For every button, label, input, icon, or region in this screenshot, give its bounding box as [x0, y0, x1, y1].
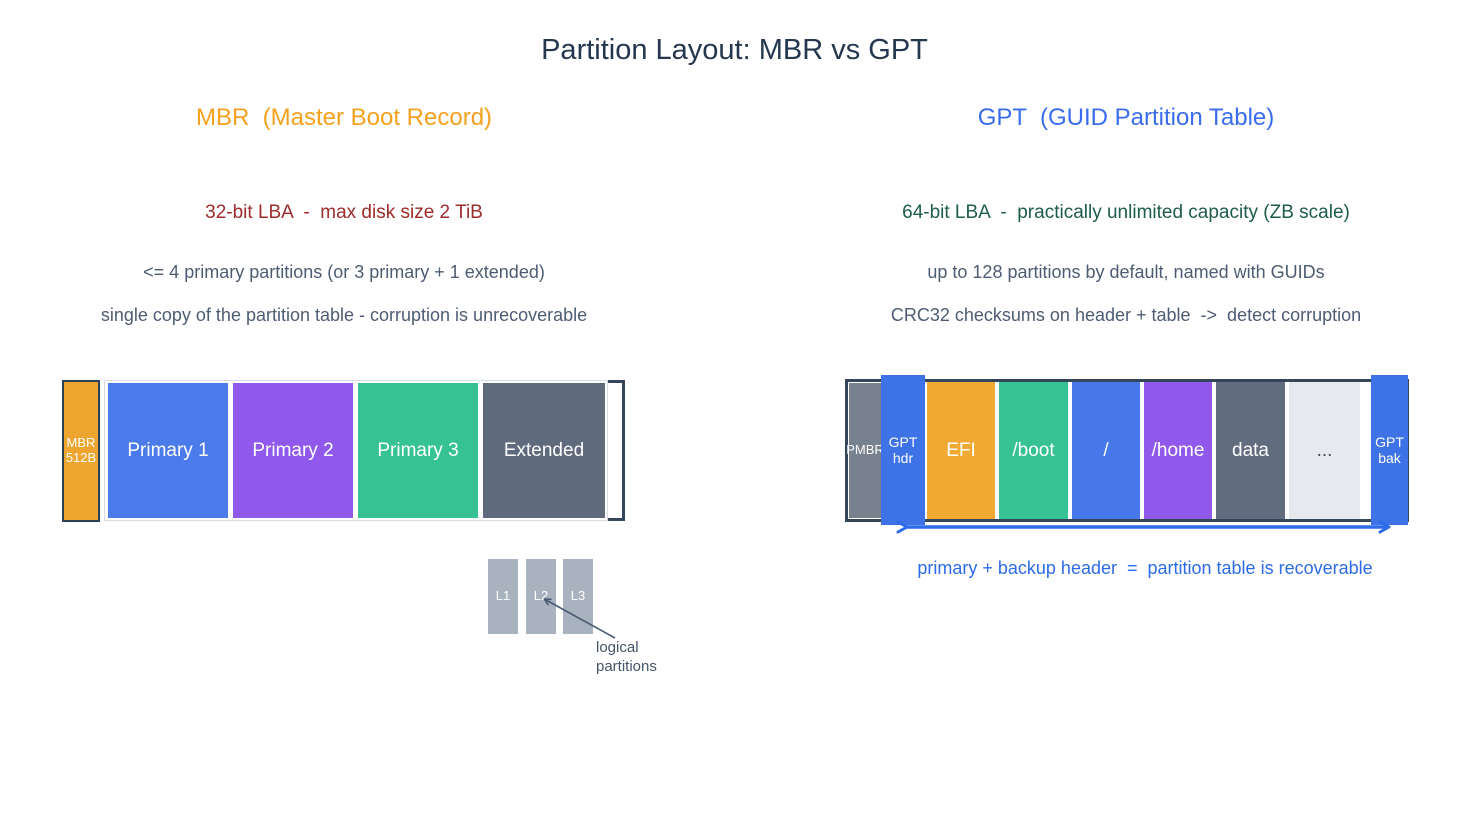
- gpt-fact-checksums: CRC32 checksums on header + table -> det…: [890, 305, 1362, 325]
- gpt-heading: GPT (GUID Partition Table): [977, 104, 1275, 131]
- mbr-lba-line: 32-bit LBA - max disk size 2 TiB: [205, 202, 483, 223]
- partition-primary-2: Primary 2: [233, 383, 353, 518]
- mbr-fact-partitions: <= 4 primary partitions (or 3 primary + …: [143, 262, 545, 282]
- gpt-block-efi: EFI: [927, 382, 995, 519]
- mbr-disk: [104, 380, 608, 521]
- gpt-fact-partitions: up to 128 partitions by default, named w…: [927, 262, 1325, 282]
- backup-span-arrow: [896, 520, 1391, 534]
- partition-primary-3: Primary 3: [358, 383, 478, 518]
- gpt-recovery-note: primary + backup header = partition tabl…: [917, 558, 1373, 578]
- mbr-fact-table: single copy of the partition table - cor…: [100, 305, 588, 325]
- partition-primary-1: Primary 1: [108, 383, 228, 518]
- gpt-block-pmbr: PMBR: [846, 383, 884, 518]
- mbr-boot-block: MBR 512B: [62, 380, 100, 522]
- logical-partitions-caption: logical partitions: [596, 639, 657, 675]
- gpt-block-gpt-bak: GPT bak: [1371, 375, 1408, 525]
- gpt-block-boot: /boot: [999, 382, 1068, 519]
- diagram-title: Partition Layout: MBR vs GPT: [541, 34, 928, 66]
- logical-block-l1: L1: [488, 559, 518, 634]
- gpt-block-ellipsis: ...: [1289, 382, 1360, 519]
- gpt-lba-line: 64-bit LBA - practically unlimited capac…: [902, 202, 1350, 223]
- partition-extended: Extended: [483, 383, 605, 518]
- mbr-heading: MBR (Master Boot Record): [195, 104, 493, 131]
- gpt-block-gpt-hdr: GPT hdr: [881, 375, 925, 525]
- gpt-block-data: data: [1216, 382, 1285, 519]
- extended-bracket: [608, 380, 625, 521]
- gpt-block-home: /home: [1144, 382, 1212, 519]
- logical-block-l3: L3: [563, 559, 593, 634]
- logical-partitions-arrow: [543, 598, 616, 639]
- gpt-block-root: /: [1072, 382, 1140, 519]
- logical-block-l2: L2: [526, 559, 556, 634]
